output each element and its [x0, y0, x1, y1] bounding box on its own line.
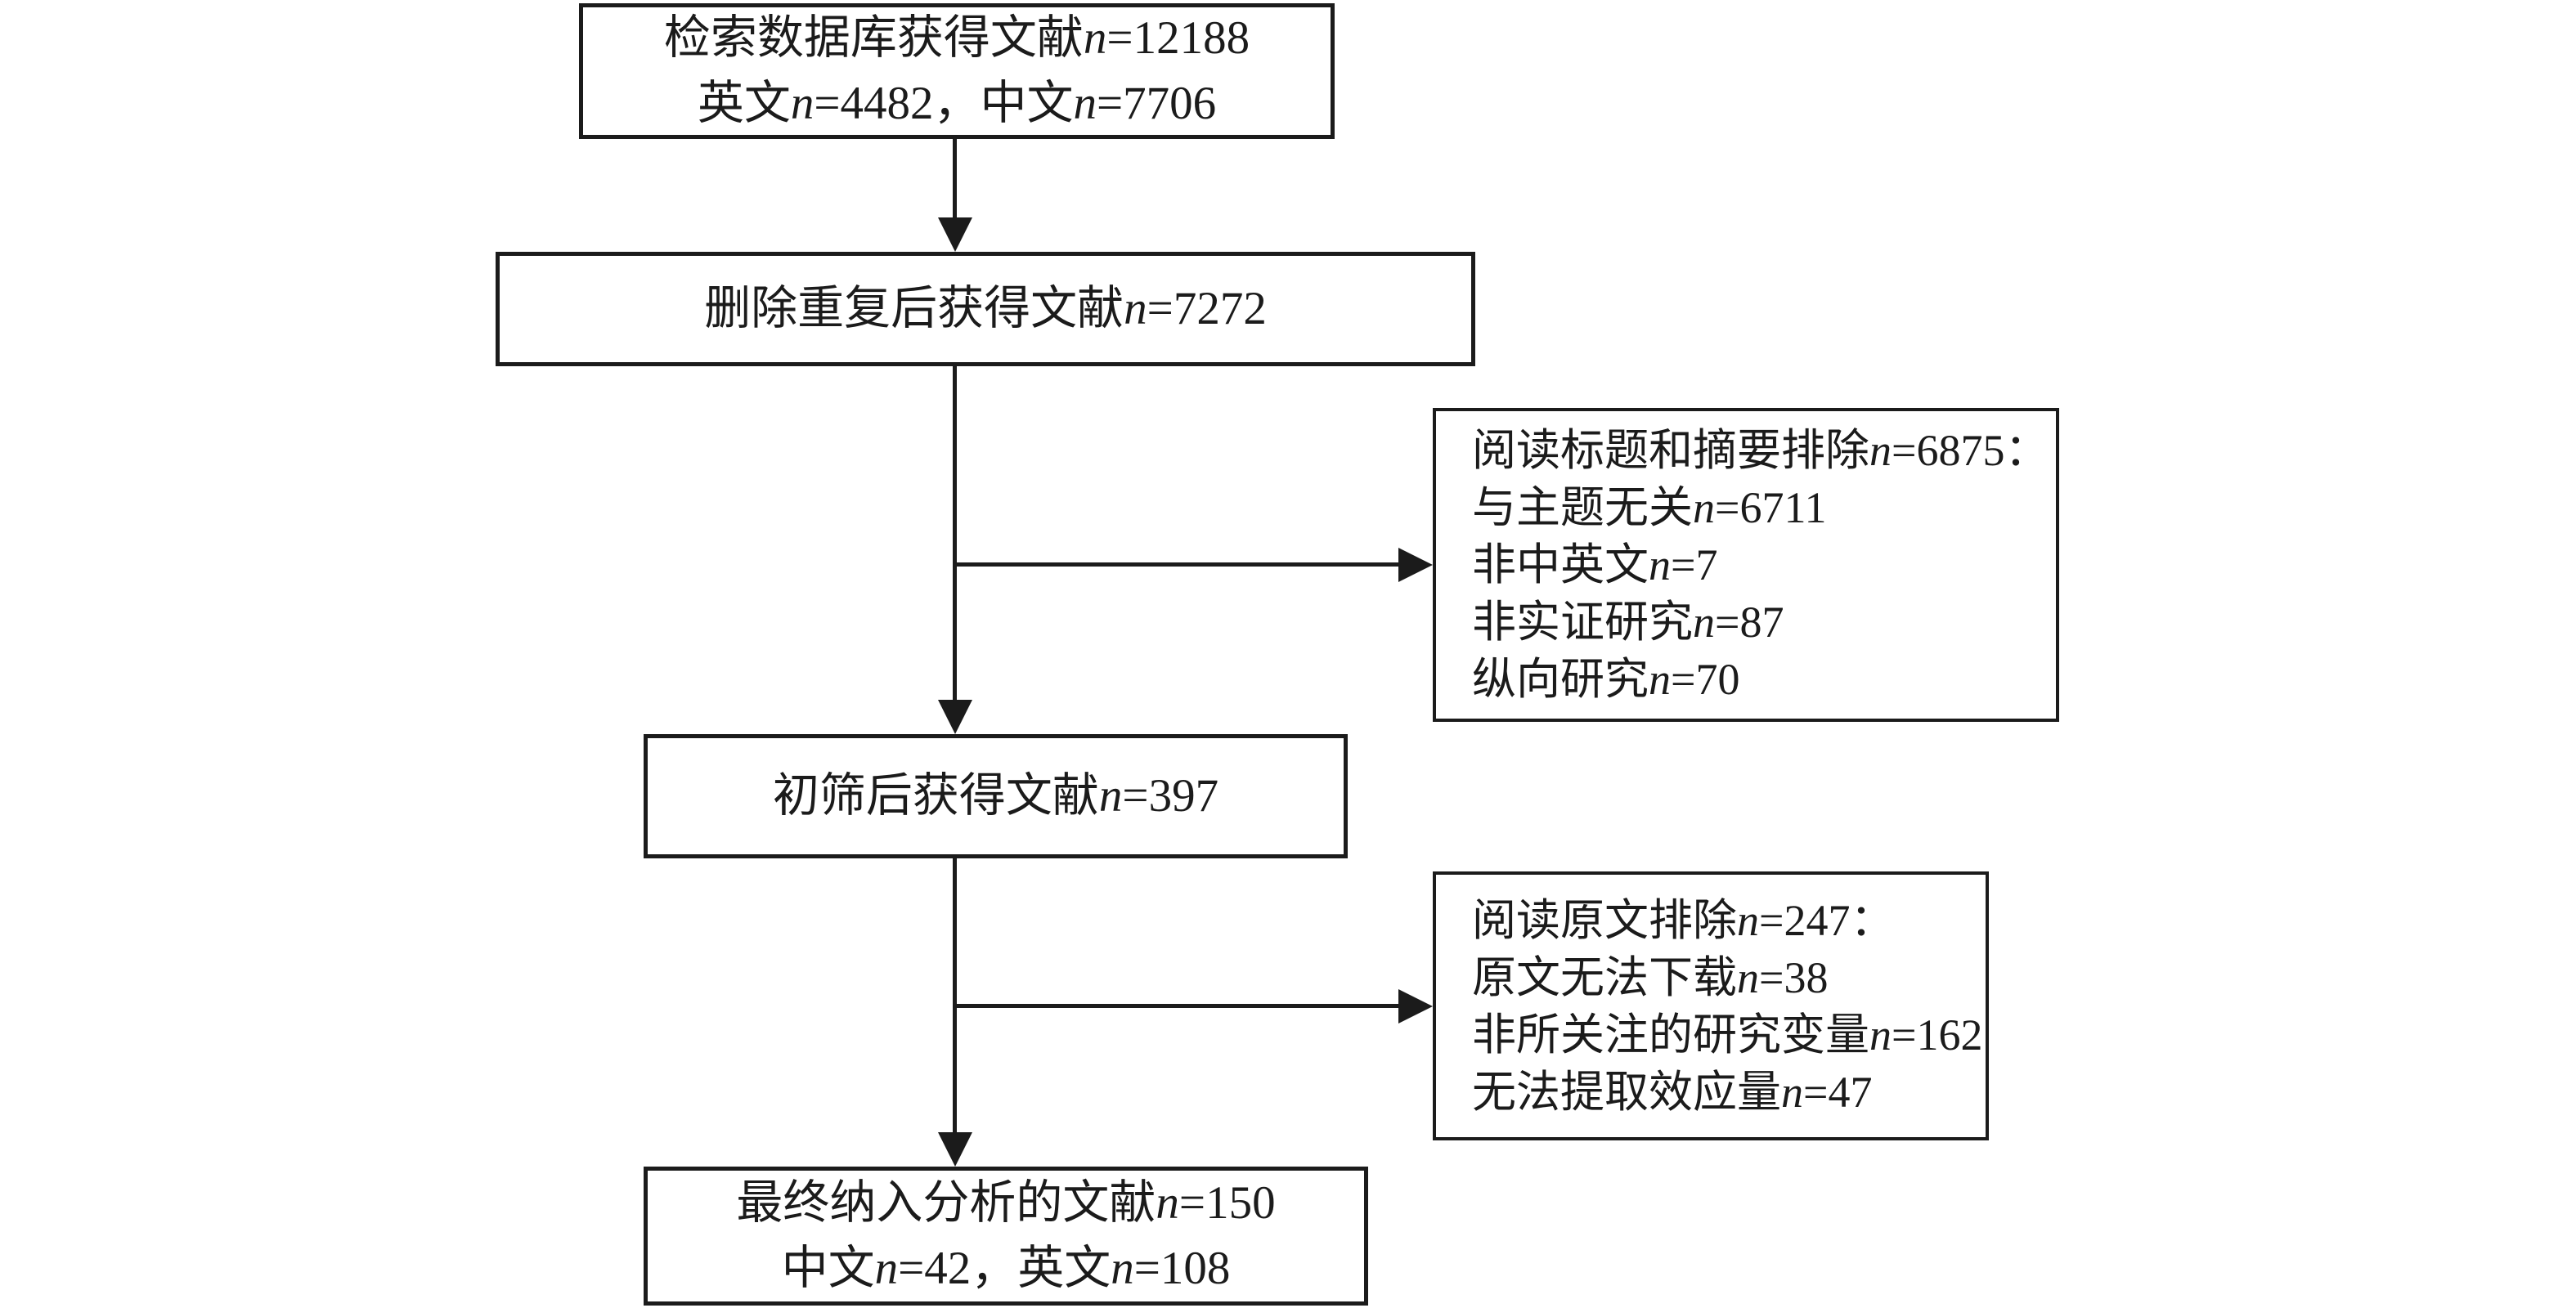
text-segment-n: n: [1869, 1010, 1892, 1059]
text-segment: 非实证研究: [1472, 598, 1693, 647]
box-text-line: 非实证研究n=87: [1472, 594, 1784, 651]
text-segment-n: n: [1098, 770, 1123, 822]
text-segment: =7272: [1147, 283, 1267, 334]
box-text-line: 英文n=4482，中文n=7706: [698, 71, 1216, 137]
box-text-line: 非所关注的研究变量n=162: [1472, 1006, 1982, 1064]
arrow-down-icon: [938, 700, 972, 734]
arrow-down-icon: [938, 1132, 972, 1167]
box-final-included: 最终纳入分析的文献n=150 中文n=42，英文n=108: [644, 1167, 1368, 1306]
text-segment: =162: [1892, 1010, 1983, 1059]
text-segment-n: n: [1649, 655, 1671, 704]
box-text-line: 中文n=42，英文n=108: [782, 1236, 1231, 1301]
text-segment: =150: [1178, 1177, 1276, 1229]
box-after-dedup: 删除重复后获得文献n=7272: [496, 252, 1475, 366]
box-text-line: 最终纳入分析的文献n=150: [736, 1171, 1275, 1236]
box-fulltext-exclusion: 阅读原文排除n=247： 原文无法下载n=38 非所关注的研究变量n=162 无…: [1433, 871, 1989, 1140]
text-segment-n: n: [1124, 283, 1147, 334]
box-text-line: 阅读原文排除n=247：: [1472, 892, 1894, 949]
text-segment: =47: [1803, 1067, 1873, 1117]
text-segment: 中文: [781, 1243, 875, 1294]
box-text-line: 删除重复后获得文献n=7272: [704, 276, 1267, 342]
arrow-down-icon: [938, 217, 972, 252]
text-segment: =87: [1715, 598, 1784, 647]
text-segment: =70: [1671, 655, 1740, 704]
box-after-initial-screening: 初筛后获得文献n=397: [644, 734, 1348, 858]
text-segment-n: n: [874, 1243, 899, 1294]
text-segment: 阅读原文排除: [1472, 895, 1737, 945]
connector-screened-to-final: [953, 858, 957, 1134]
arrow-right-icon: [1398, 989, 1433, 1024]
text-segment: =4482，中文: [814, 78, 1074, 129]
box-text-line: 与主题无关n=6711: [1472, 479, 1826, 536]
box-text-line: 阅读标题和摘要排除n=6875：: [1472, 422, 2049, 479]
text-segment: =38: [1759, 952, 1829, 1002]
text-segment-n: n: [1781, 1067, 1803, 1117]
connector-dedup-to-screened: [953, 366, 957, 701]
text-segment: 检索数据库获得文献: [663, 12, 1084, 64]
text-segment: =6711: [1715, 483, 1827, 532]
text-segment: =6875：: [1892, 426, 2049, 475]
text-segment: 与主题无关: [1472, 483, 1693, 532]
text-segment: 删除重复后获得文献: [704, 283, 1124, 334]
text-segment-n: n: [1111, 1243, 1134, 1294]
text-segment: 阅读标题和摘要排除: [1472, 426, 1869, 475]
text-segment: =7706: [1097, 78, 1217, 129]
box-title-abstract-exclusion: 阅读标题和摘要排除n=6875： 与主题无关n=6711 非中英文n=7 非实证…: [1433, 408, 2059, 722]
text-segment: 纵向研究: [1472, 655, 1649, 704]
connector-branch-to-fulltext-exclusion: [955, 1004, 1400, 1008]
text-segment: =12188: [1106, 12, 1250, 64]
text-segment: =42，英文: [898, 1243, 1111, 1294]
box-text-line: 纵向研究n=70: [1472, 651, 1739, 708]
text-segment: 英文: [697, 78, 791, 129]
text-segment-n: n: [1737, 895, 1759, 945]
text-segment: 初筛后获得文献: [772, 770, 1099, 822]
text-segment: 非中英文: [1472, 540, 1649, 589]
text-segment-n: n: [1693, 598, 1715, 647]
text-segment-n: n: [1649, 540, 1671, 589]
text-segment: 无法提取效应量: [1472, 1067, 1781, 1117]
text-segment-n: n: [1869, 426, 1892, 475]
text-segment: =247：: [1759, 895, 1895, 945]
text-segment: 原文无法下载: [1472, 952, 1737, 1002]
text-segment-n: n: [1737, 952, 1759, 1002]
text-segment: 最终纳入分析的文献: [736, 1177, 1156, 1229]
box-text-line: 检索数据库获得文献n=12188: [664, 6, 1250, 71]
text-segment: =7: [1671, 540, 1718, 589]
box-text-line: 无法提取效应量n=47: [1472, 1064, 1872, 1121]
arrow-right-icon: [1398, 548, 1433, 582]
text-segment-n: n: [1156, 1177, 1179, 1229]
text-segment-n: n: [1693, 483, 1715, 532]
text-segment-n: n: [1073, 78, 1097, 129]
box-database-search: 检索数据库获得文献n=12188 英文n=4482，中文n=7706: [579, 3, 1335, 139]
box-text-line: 非中英文n=7: [1472, 536, 1717, 594]
box-text-line: 初筛后获得文献n=397: [773, 764, 1218, 829]
box-text-line: 原文无法下载n=38: [1472, 949, 1828, 1006]
connector-branch-to-abstract-exclusion: [955, 562, 1400, 567]
connector-source-to-dedup: [953, 139, 957, 219]
text-segment-n: n: [1083, 12, 1107, 64]
text-segment: =397: [1122, 770, 1219, 822]
text-segment: 非所关注的研究变量: [1472, 1010, 1869, 1059]
text-segment: =108: [1133, 1243, 1231, 1294]
text-segment-n: n: [790, 78, 815, 129]
